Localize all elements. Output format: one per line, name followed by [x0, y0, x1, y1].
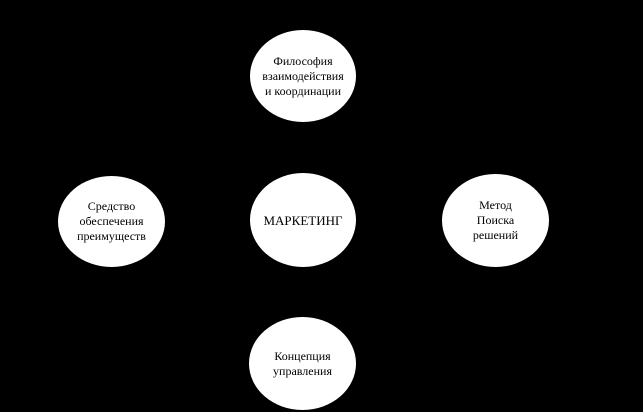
node-philosophy: Философия взаимодействия и координации: [250, 30, 356, 122]
node-means-label: Средство обеспечения преимуществ: [77, 199, 146, 243]
node-method: Метод Поиска решений: [442, 174, 549, 267]
node-method-label: Метод Поиска решений: [472, 198, 519, 242]
node-marketing-center: МАРКЕТИНГ: [250, 173, 356, 267]
node-means: Средство обеспечения преимуществ: [58, 176, 165, 267]
node-marketing-label: МАРКЕТИНГ: [263, 212, 343, 228]
node-concept-label: Концепция управления: [273, 348, 332, 378]
node-philosophy-label: Философия взаимодействия и координации: [262, 53, 344, 98]
node-concept: Концепция управления: [249, 317, 356, 410]
